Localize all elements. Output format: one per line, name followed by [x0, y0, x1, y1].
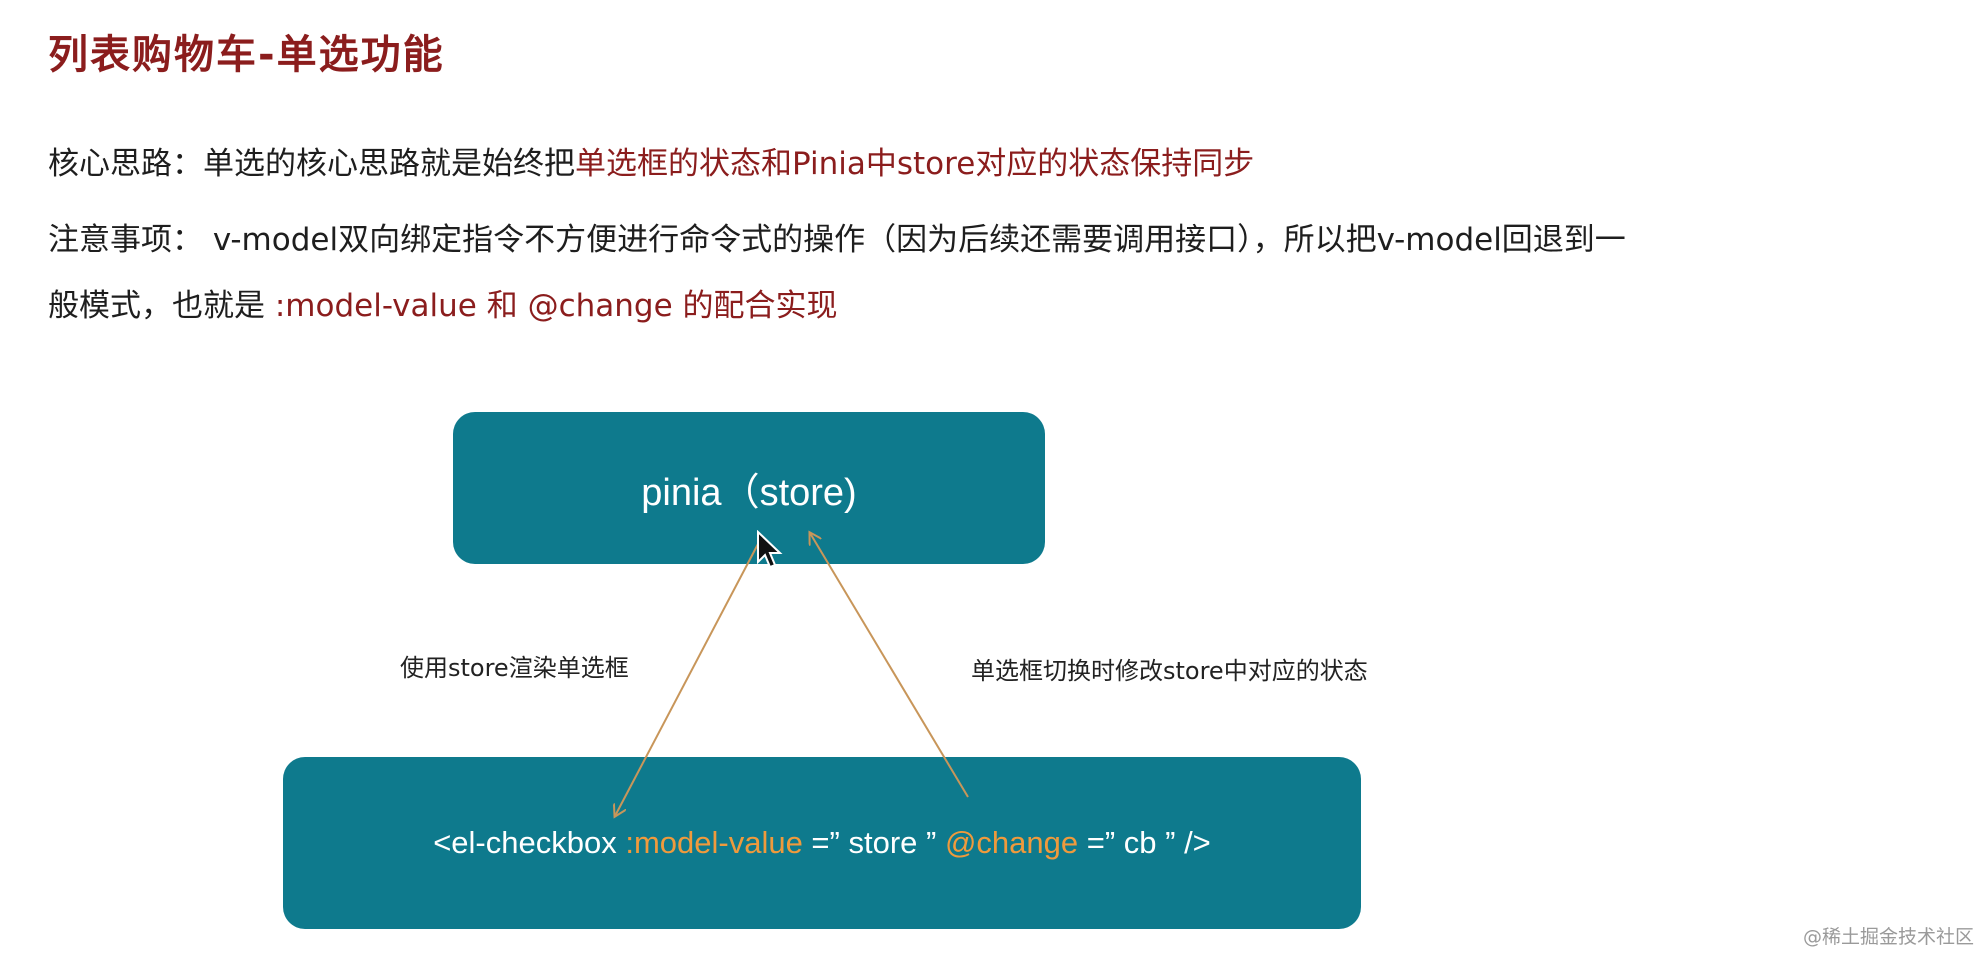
change-attr: @change [944, 825, 1079, 860]
notes-line-2-prefix: 般模式，也就是 [48, 288, 275, 324]
notes-line-2: 般模式，也就是 :model-value 和 @change 的配合实现 [48, 288, 838, 325]
checkbox-tag-open: <el-checkbox [433, 825, 626, 860]
core-idea-highlight: 单选框的状态和Pinia中store对应的状态保持同步 [575, 146, 1255, 182]
model-value-value: =” store ” [802, 825, 945, 860]
left-arrow-label: 使用store渲染单选框 [400, 654, 629, 682]
core-idea-text: 核心思路：单选的核心思路就是始终把单选框的状态和Pinia中store对应的状态… [48, 146, 1254, 183]
right-arrow-label: 单选框切换时修改store中对应的状态 [971, 657, 1368, 685]
page-title: 列表购物车-单选功能 [48, 32, 445, 78]
watermark: @稀土掘金技术社区 [1802, 926, 1974, 948]
core-idea-prefix: 核心思路：单选的核心思路就是始终把 [48, 146, 575, 182]
mouse-cursor-icon [757, 530, 783, 569]
pinia-store-label: pinia（store) [641, 471, 857, 514]
change-value: =” cb ” /> [1078, 825, 1211, 860]
pinia-store-box: pinia（store) [453, 412, 1045, 564]
model-value-attr: :model-value [625, 825, 803, 860]
notes-line-2-highlight: :model-value 和 @change 的配合实现 [274, 288, 838, 324]
notes-line-1: 注意事项： v-model双向绑定指令不方便进行命令式的操作（因为后续还需要调用… [48, 222, 1626, 258]
el-checkbox-box: <el-checkbox :model-value =” store ” @ch… [283, 757, 1361, 929]
